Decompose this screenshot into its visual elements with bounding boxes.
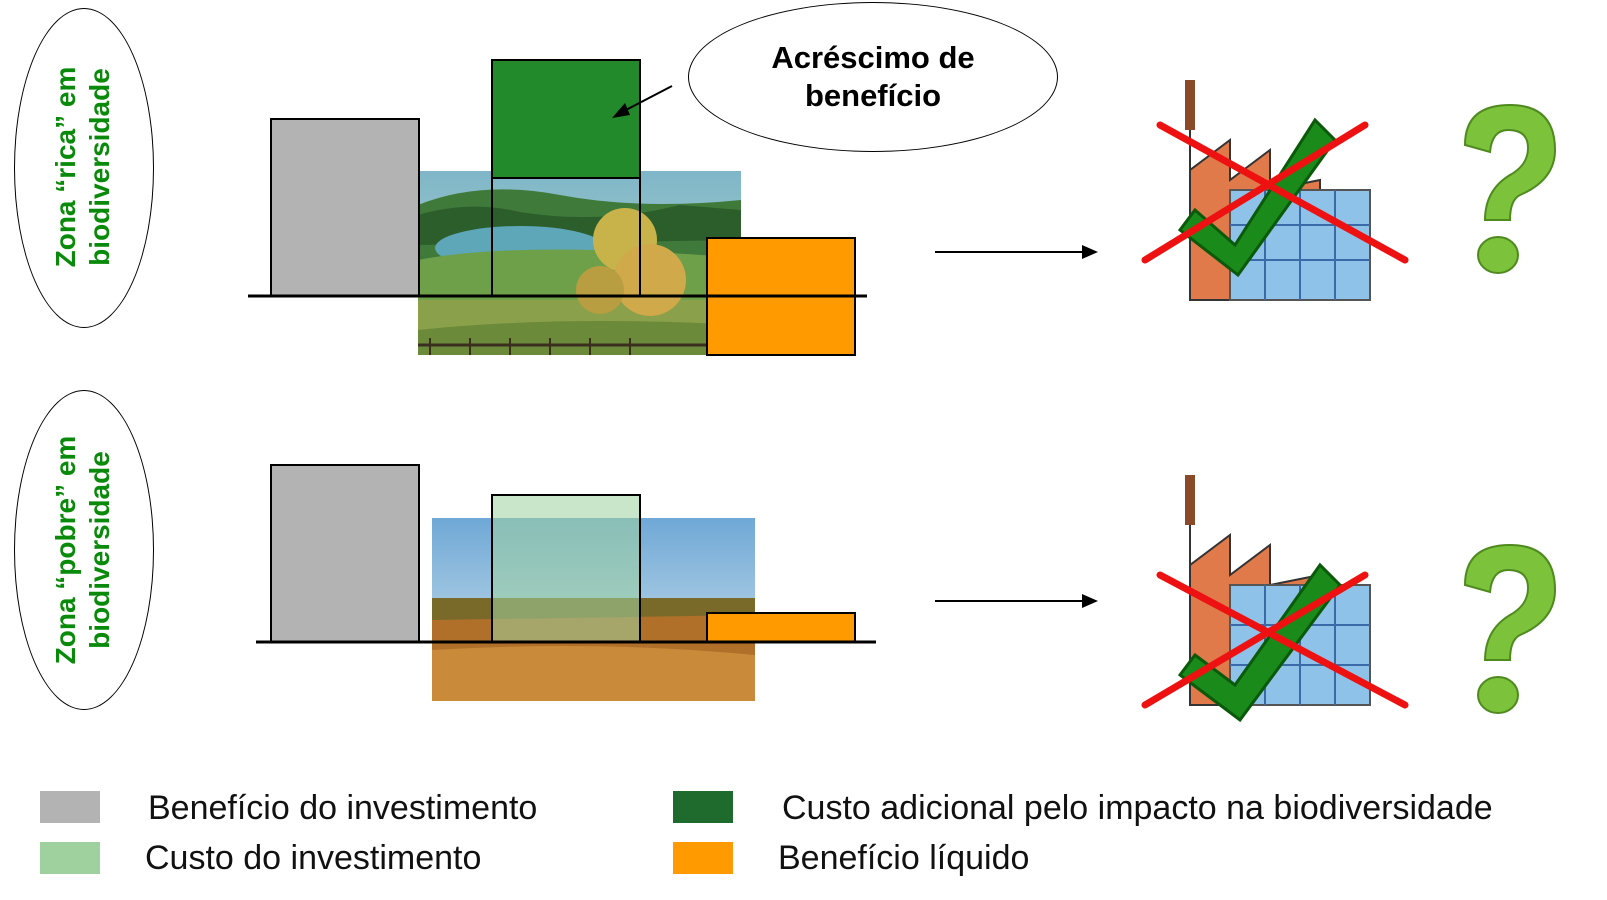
bar-investment-benefit-rich — [270, 118, 420, 297]
legend-label-net-benefit: Benefício líquido — [778, 839, 1030, 877]
outcome-poor — [1141, 475, 1409, 723]
arrow-rich-head — [1082, 245, 1098, 259]
checkmark-icon — [1177, 562, 1342, 723]
callout-text: Acréscimo de benefício — [771, 40, 975, 113]
bar-investment-cost-poor — [491, 494, 641, 643]
legend-swatch-biodiversity-cost — [673, 791, 733, 823]
callout-pointer-head — [612, 103, 630, 118]
legend-label-investment-benefit: Benefício do investimento — [148, 789, 538, 827]
outcome-rich — [1141, 80, 1409, 301]
callout-pointer — [621, 85, 673, 113]
rich-zone-diagram — [248, 59, 1098, 356]
bar-biodiversity-cost-rich — [491, 59, 641, 179]
zone-rich-ellipse — [14, 8, 154, 328]
legend-label-biodiversity-cost: Custo adicional pelo impacto na biodiver… — [782, 789, 1493, 827]
arrow-poor-head — [1082, 594, 1098, 608]
legend-label-investment-cost: Custo do investimento — [145, 839, 482, 877]
crossed-out-icon — [1141, 121, 1409, 264]
landscape-rich-image — [418, 171, 741, 355]
bar-investment-benefit-poor — [270, 464, 420, 643]
bar-net-benefit-poor — [706, 612, 856, 643]
poor-zone-diagram — [256, 464, 1098, 701]
legend-swatch-net-benefit — [673, 842, 733, 874]
question-mark-icon — [1463, 543, 1557, 714]
zone-poor-ellipse — [14, 390, 154, 710]
benefit-increase-callout: Acréscimo de benefício — [688, 2, 1058, 152]
crossed-out-icon — [1141, 571, 1409, 709]
legend-swatch-investment-benefit — [40, 791, 100, 823]
legend-swatch-investment-cost — [40, 842, 100, 874]
question-mark-icon — [1463, 103, 1557, 274]
